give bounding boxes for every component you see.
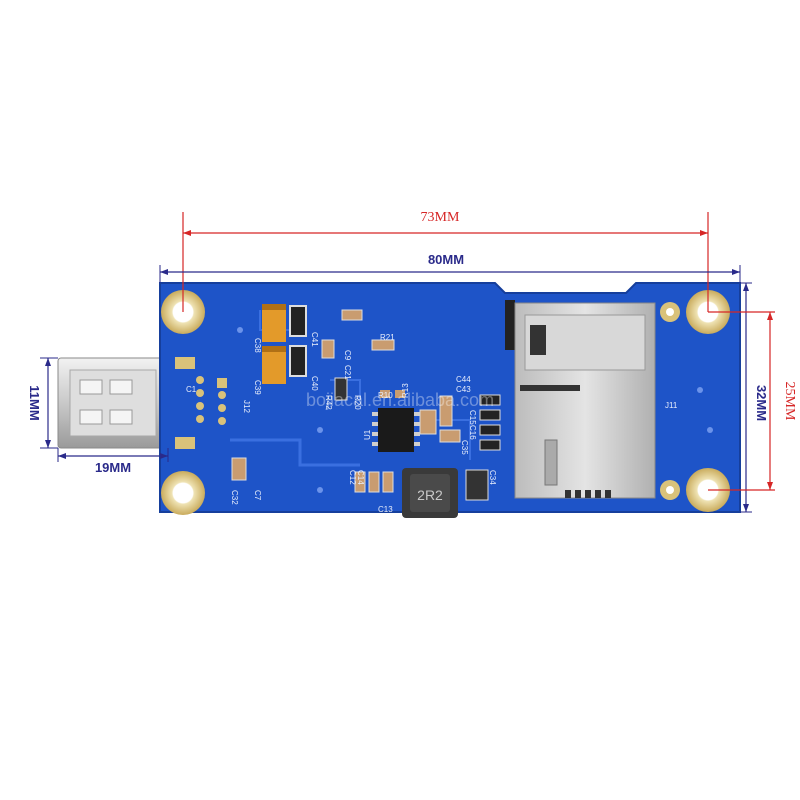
silk-j12: J12 xyxy=(242,400,251,413)
sim-card-slot xyxy=(514,302,656,499)
dimension-32mm: 32MM xyxy=(740,282,769,513)
silk-r21: R21 xyxy=(380,333,395,342)
silk-r13: R13 xyxy=(401,383,410,398)
silk-c21: C21 xyxy=(343,365,352,380)
silk-r20: R20 xyxy=(353,395,362,410)
usb-solder-pads xyxy=(175,357,227,449)
silk-c12: C12 xyxy=(348,470,357,485)
usb-plug xyxy=(57,357,176,449)
silk-c9: C9 xyxy=(343,350,352,361)
dimension-73mm: 73MM xyxy=(182,210,709,312)
smd-components xyxy=(231,300,515,501)
watermark: bojiacal.en.alibaba.com xyxy=(306,390,494,410)
inductor: 2R2 xyxy=(402,468,458,518)
dimension-25mm-label: 25MM xyxy=(782,382,797,421)
silk-c43: C43 xyxy=(456,385,471,394)
silk-r42: R42 xyxy=(324,395,333,410)
silkscreen-labels: J12 J11 U1 C38 C39 C40 C41 C9 C21 R21 R1… xyxy=(186,332,678,514)
silk-c14: C14 xyxy=(356,470,365,485)
silk-c44: C44 xyxy=(456,375,471,384)
dimension-80mm: 80MM xyxy=(159,252,741,283)
tantalum-capacitor xyxy=(262,304,286,384)
silk-u1: U1 xyxy=(363,429,372,440)
silk-c40: C40 xyxy=(310,376,319,391)
silk-c15: C15 xyxy=(468,410,477,425)
ic-chip xyxy=(372,408,420,452)
silk-c13: C13 xyxy=(378,505,393,514)
small-pad-bottom-right xyxy=(660,480,680,500)
silk-c32: C32 xyxy=(230,490,239,505)
dimension-25mm: 25MM xyxy=(708,311,797,491)
silk-c1: C1 xyxy=(186,385,197,394)
silk-j11: J11 xyxy=(665,401,678,410)
dimension-11mm-label: 11MM xyxy=(27,385,42,420)
small-pad-top-right xyxy=(660,302,680,322)
dimension-32mm-label: 32MM xyxy=(754,385,769,421)
silk-c35: C35 xyxy=(460,440,469,455)
silk-c41: C41 xyxy=(310,332,319,347)
silk-c34: C34 xyxy=(488,470,497,485)
silk-c7: C7 xyxy=(253,490,262,501)
dimension-19mm-label: 19MM xyxy=(95,460,131,475)
dimension-80mm-label: 80MM xyxy=(428,252,464,267)
dimension-19mm: 19MM xyxy=(57,448,169,475)
mounting-hole-bottom-left xyxy=(161,471,205,515)
dimension-73mm-label: 73MM xyxy=(421,210,460,225)
silk-c38: C38 xyxy=(253,338,262,353)
inductor-label: 2R2 xyxy=(417,487,443,503)
silk-c16: C16 xyxy=(468,425,477,440)
silk-r10: R10 xyxy=(378,391,393,400)
dimension-11mm: 11MM xyxy=(27,357,58,449)
silk-c39: C39 xyxy=(253,380,262,395)
